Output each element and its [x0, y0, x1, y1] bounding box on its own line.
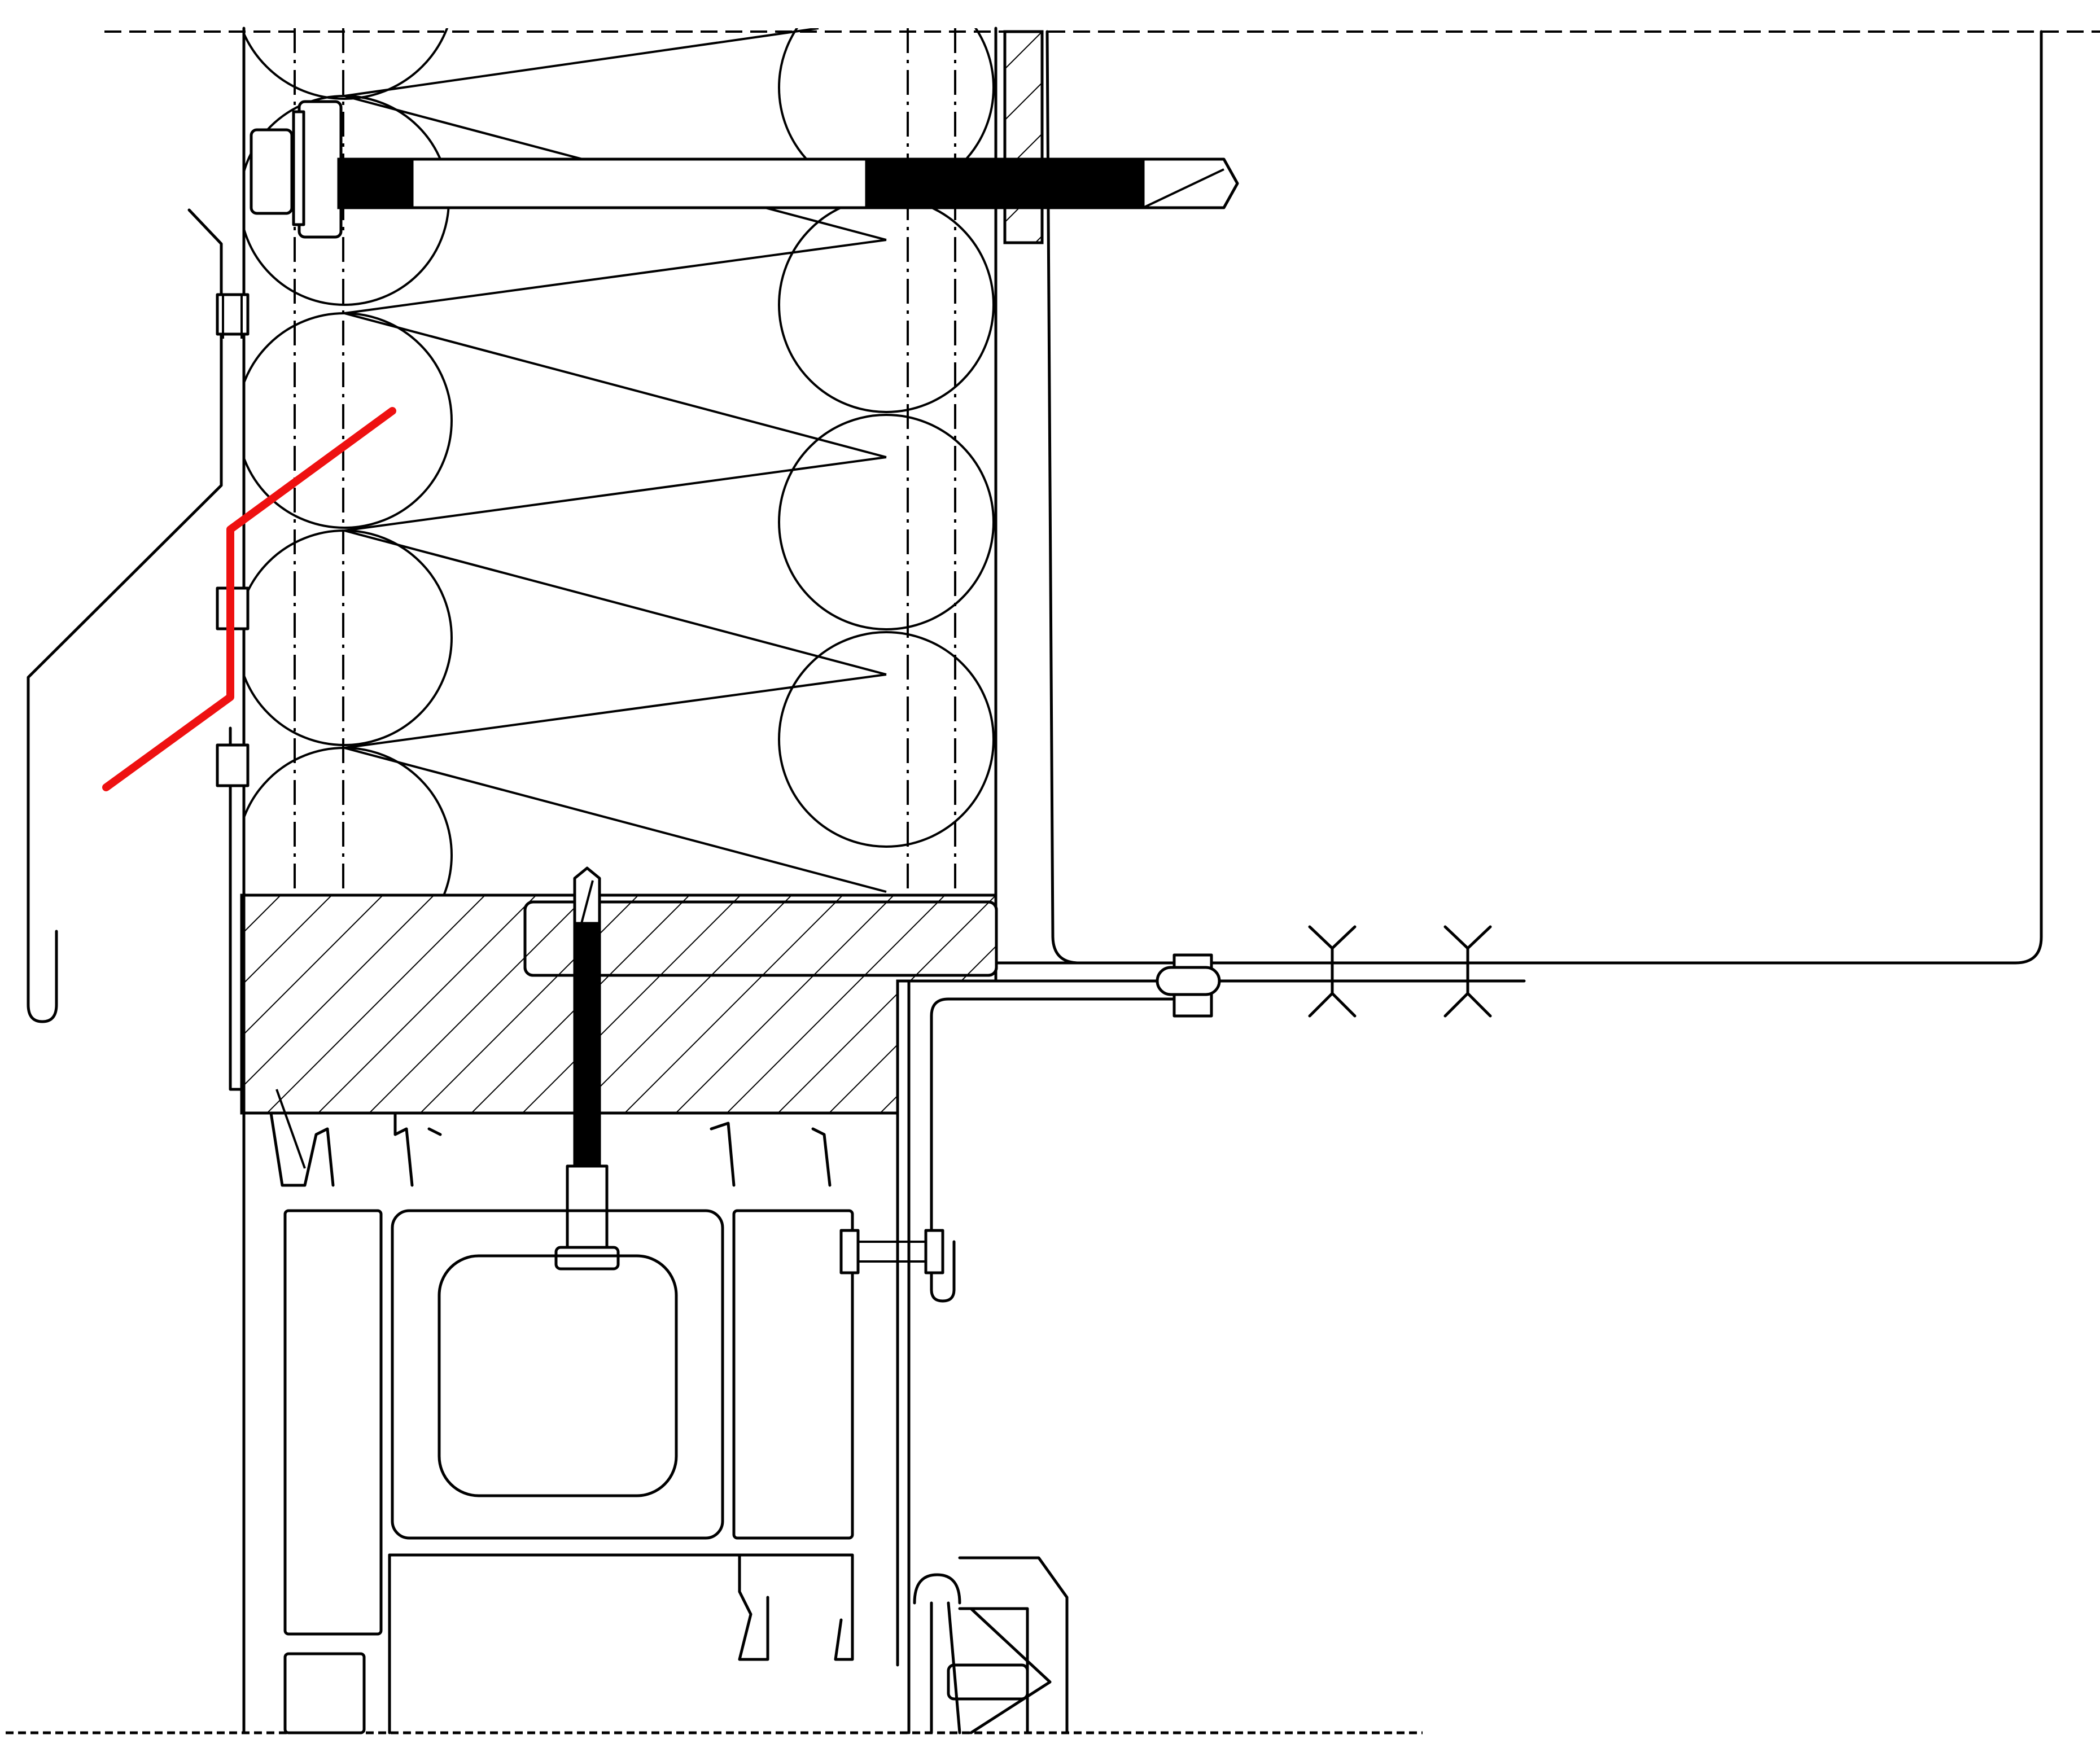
frame-chamber [283, 1652, 366, 1734]
gasket [947, 1663, 1029, 1701]
insulation-layer [242, 27, 998, 1734]
strip-element [1003, 30, 1044, 244]
window-frame-profile [240, 1111, 899, 1734]
sealing-assembly [839, 979, 1176, 1734]
screw-head-vertical [554, 1246, 620, 1271]
screw-thread-segment [865, 157, 1145, 209]
frame-outer [240, 1111, 899, 1667]
membrane-line [902, 925, 1526, 1018]
flashing-return [930, 997, 1176, 1018]
screw-washer [298, 100, 343, 239]
steel-reinforcement [438, 1254, 678, 1497]
highlight-marker [102, 407, 396, 791]
frame-chamber [732, 1209, 854, 1540]
screw-tip-vertical [573, 866, 601, 925]
seal-bead [913, 1573, 961, 1605]
frame-lower-chamber [388, 1553, 854, 1661]
reveal-profile [1045, 30, 2043, 965]
timber-sill [240, 893, 998, 1115]
flashing-clip [216, 743, 250, 787]
screw-thread-segment [337, 157, 414, 209]
frame-chamber [283, 1209, 383, 1636]
reveal-outline [1045, 30, 2043, 965]
drip-flashing-profile [27, 208, 223, 1023]
screw-head [250, 128, 294, 215]
fixing-symbol [1443, 925, 1492, 1018]
insulation-coils [244, 28, 995, 895]
screw-thread-vertical [573, 922, 601, 1168]
clip-fastener [839, 1229, 860, 1274]
glazing-chamber [391, 1209, 724, 1540]
boundary-lines [6, 30, 2100, 1734]
drip-flashing [27, 208, 306, 1169]
sealing-strip [958, 1556, 1069, 1734]
anchor-screw [250, 100, 1239, 239]
screw-collar [292, 110, 305, 226]
red-highlight-line [102, 407, 396, 791]
fixing-symbol [1308, 925, 1357, 1018]
